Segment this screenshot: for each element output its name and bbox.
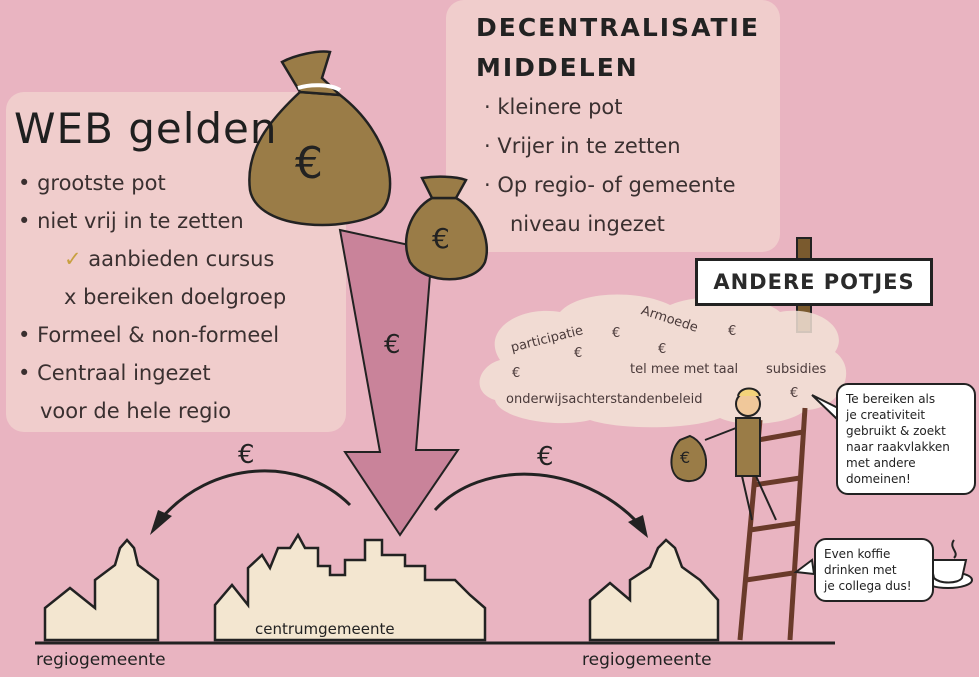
list-item: • Formeel & non-formeel [18,323,280,347]
theme-subsidies: subsidies [766,362,827,377]
large-bag-euro: € [295,138,323,189]
right-flow-arrow [433,472,642,527]
cross-icon: x [64,285,77,309]
left-arrow-euro: € [238,440,255,470]
web-title: WEB gelden [14,104,278,153]
theme-onderwijsachterstandenbeleid: onderwijsachterstandenbeleid [506,392,703,407]
list-item: • grootste pot [18,171,166,195]
list-item: voor de hele regio [40,399,232,423]
decentral-title: DECENTRALISATIE MIDDELEN [476,13,760,82]
small-money-bag-icon [404,175,489,281]
list-item: · Op regio- of gemeente [484,173,736,197]
andere-potjes-sign: ANDERE POTJES [695,258,933,306]
person-figure [704,387,777,521]
decentral-list: · kleinere pot · Vrijer in te zetten · O… [484,88,736,244]
theme-tel-mee-met-taal: tel mee met taal [630,362,739,377]
decentral-panel [446,0,780,252]
small-bag-euro: € [432,222,450,255]
cloud-euro: € [790,386,799,401]
cloud-euro: € [612,326,621,341]
list-item: · Vrijer in te zetten [484,134,681,158]
cloud-euro: € [512,366,521,381]
creativity-bubble: Te bereiken als je creativiteit gebruikt… [836,383,976,495]
list-item: niveau ingezet [510,212,665,236]
center-town-buildings [213,532,487,642]
central-arrow-euro: € [384,330,401,360]
check-icon: ✓ [64,247,82,271]
web-list: • grootste pot • niet vrij in te zetten … [18,164,286,430]
coffee-bubble: Even koffie drinken met je collega dus! [814,538,934,602]
handheld-money-bag-icon [670,434,708,483]
right-town-label: regiogemeente [582,650,712,670]
right-arrow-euro: € [537,442,554,472]
large-money-bag-icon [248,50,392,227]
list-item: • Centraal ingezet [18,361,211,385]
ladder [737,407,808,641]
list-item: · kleinere pot [484,95,623,119]
cloud-euro: € [658,342,667,357]
coffee-cup-icon [923,539,973,589]
handheld-bag-euro: € [680,448,691,467]
cloud-euro: € [574,346,583,361]
list-item: ✓ aanbieden cursus [64,247,275,271]
right-town-buildings [588,538,720,642]
left-flow-arrow [158,469,352,521]
left-town-buildings [43,538,160,642]
left-town-label: regiogemeente [36,650,166,670]
list-item: x bereiken doelgroep [64,285,287,309]
coffee-bubble-tail [793,558,816,576]
center-town-label: centrumgemeente [255,620,395,638]
cloud-euro: € [728,324,737,339]
central-flow-arrow [338,228,460,537]
list-item: • niet vrij in te zetten [18,209,244,233]
